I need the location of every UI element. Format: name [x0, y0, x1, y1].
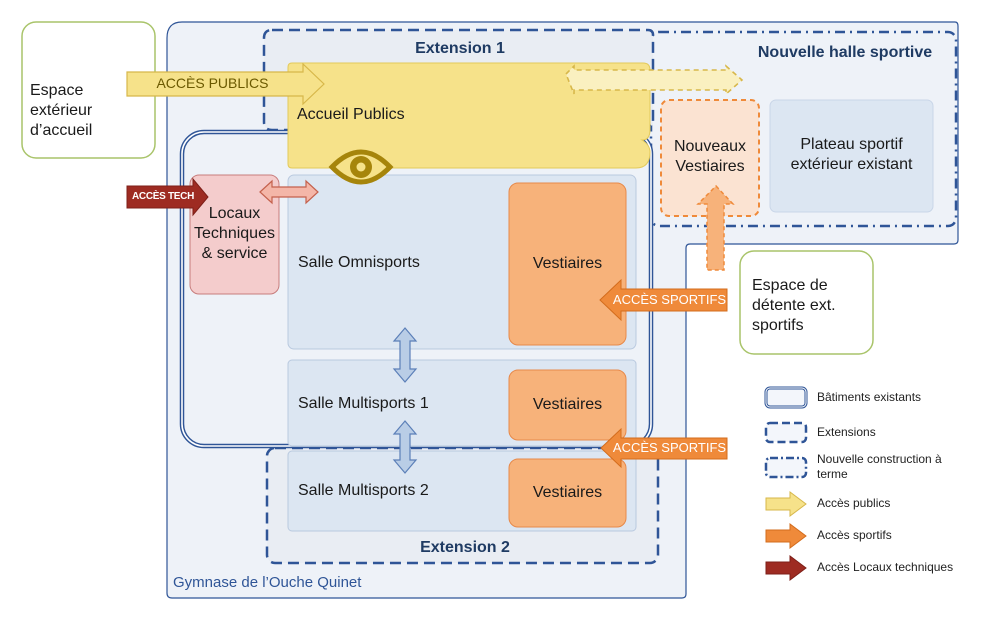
outer-building-label: Gymnase de l’Ouche Quinet — [173, 573, 362, 591]
locaux-techniques-room — [189, 174, 280, 295]
espace-detente-box — [739, 250, 874, 355]
acces-sportifs-arrow-2 — [600, 427, 728, 469]
legend-new-construction-label: Nouvelle construction à terme — [817, 452, 942, 481]
espace-detente-label: Espace de détente ext. sportifs — [752, 277, 836, 334]
vestiaires-3-label: Vestiaires — [532, 484, 603, 501]
future-sports-access-arrow — [696, 184, 735, 271]
locaux-techniques-label: Locaux Techniques & service — [194, 205, 275, 262]
nouveaux-vestiaires-label: Nouveaux Vestiaires — [673, 138, 747, 175]
acces-tech-label: ACCÈS TECH — [131, 190, 194, 202]
legend-acces-tech-label: Accès Locaux techniques — [817, 560, 954, 574]
acces-sportifs-label-1: ACCÈS SPORTIFS — [612, 291, 727, 307]
acces-tech-arrow — [126, 177, 209, 217]
salle-omnisports-label: Salle Omnisports — [298, 254, 420, 271]
legend-extension-label: Extensions — [817, 425, 876, 439]
multi1-multi2-double-arrow — [392, 420, 418, 474]
legend-acces-publics-label: Accès publics — [817, 496, 891, 510]
acces-sportifs-label-2: ACCÈS SPORTIFS — [612, 440, 727, 456]
tech-link-double-arrow — [259, 179, 319, 205]
legend-acces-sportifs-symbol — [765, 523, 807, 549]
legend-extension-symbol — [764, 421, 808, 444]
legend-existing-label: Bâtiments existants — [817, 390, 922, 404]
plateau-sportif-label: Plateau sportif extérieur existant — [790, 136, 913, 173]
eye-icon — [328, 149, 394, 185]
future-public-access-arrow — [565, 64, 744, 96]
vestiaires-1-label: Vestiaires — [532, 255, 603, 272]
omni-multi1-double-arrow — [392, 327, 418, 383]
extension-1-title: Extension 1 — [415, 40, 505, 57]
plateau-sportif-room — [769, 99, 934, 213]
legend-acces-publics-symbol — [765, 491, 807, 517]
vestiaires-2-room — [508, 369, 627, 441]
legend-new-construction-symbol — [764, 456, 808, 479]
acces-publics-label: ACCÈS PUBLICS — [156, 75, 269, 92]
acces-sportifs-arrow-1 — [599, 278, 728, 322]
acces-publics-arrow — [126, 62, 325, 106]
espace-exterieur-label: Espace extérieur d’accueil — [30, 82, 93, 139]
extension-2-title: Extension 2 — [420, 539, 510, 556]
legend-acces-tech-symbol — [765, 555, 807, 581]
legend-existing-symbol — [764, 386, 808, 409]
vestiaires-1-room — [508, 182, 627, 346]
vestiaires-2-label: Vestiaires — [532, 396, 603, 413]
vestiaires-3-room — [508, 458, 627, 528]
new-hall-title: Nouvelle halle sportive — [757, 44, 933, 61]
accueil-publics-label: Accueil Publics — [297, 106, 405, 123]
salle-multisports-2-label: Salle Multisports 2 — [298, 482, 429, 499]
legend-acces-sportifs-label: Accès sportifs — [817, 528, 892, 542]
salle-multisports-1-label: Salle Multisports 1 — [298, 395, 429, 412]
